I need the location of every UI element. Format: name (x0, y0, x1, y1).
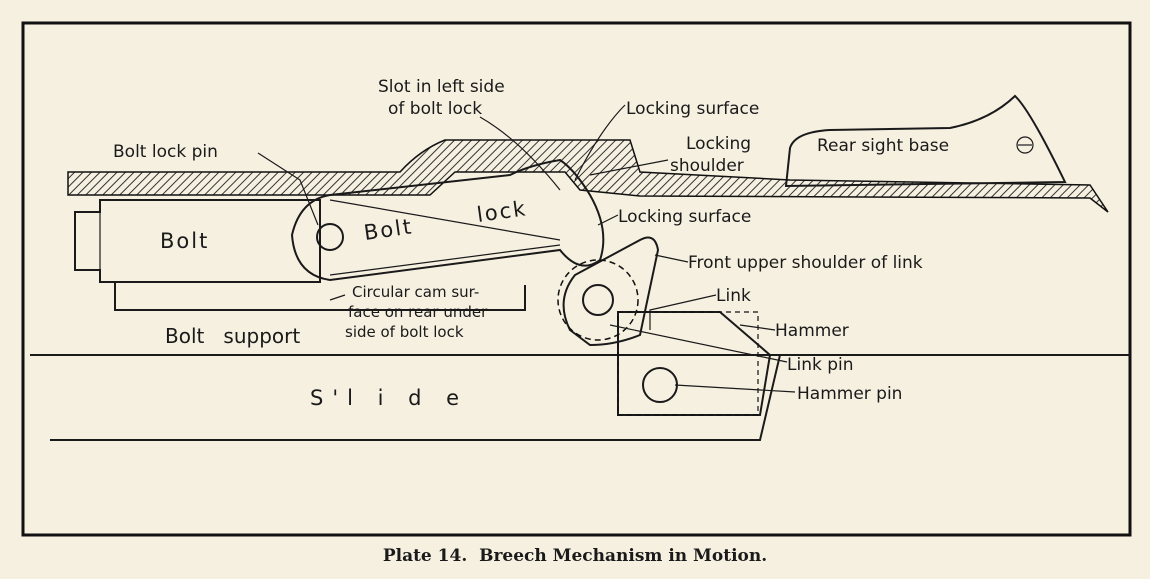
label-slot-line2: of bolt lock (388, 99, 482, 119)
label-cam-surface-3: side of bolt lock (345, 323, 464, 341)
bolt-support (114, 282, 526, 311)
label-locking-shoulder-1: Locking (686, 134, 751, 154)
label-bolt: Bolt (160, 229, 209, 253)
label-locking-surface-mid: Locking surface (618, 207, 751, 227)
link-pin (582, 284, 614, 316)
bolt (74, 199, 321, 283)
label-slot-line1: Slot in left side (378, 77, 505, 97)
screw-symbol (1016, 136, 1034, 154)
slide (50, 354, 781, 441)
label-front-upper-shoulder: Front upper shoulder of link (688, 253, 923, 273)
label-cam-surface-1: Circular cam sur- (352, 283, 479, 301)
receiver-hatched-section (67, 139, 1109, 213)
label-hammer: Hammer (775, 321, 849, 341)
hammer-pin (642, 367, 678, 403)
link (562, 236, 660, 347)
label-locking-shoulder-2: shoulder (670, 156, 744, 176)
rear-sight-base (784, 94, 1067, 188)
label-bolt-lock-2: lock (475, 196, 528, 227)
label-hammer-pin: Hammer pin (797, 384, 902, 404)
figure-caption: Plate 14. Breech Mechanism in Motion. (383, 546, 767, 566)
bolt-lock-pin (316, 223, 344, 251)
label-bolt-lock-pin: Bolt lock pin (113, 142, 218, 162)
label-link: Link (716, 286, 751, 306)
label-locking-surface-top: Locking surface (626, 99, 759, 119)
label-bolt-lock-1: Bolt (362, 214, 414, 245)
label-cam-surface-2: face on rear under (348, 303, 488, 321)
label-rear-sight-base: Rear sight base (817, 136, 949, 156)
label-bolt-support: Bolt support (165, 324, 300, 348)
label-link-pin: Link pin (787, 355, 854, 375)
diagram-frame (21, 21, 1132, 537)
label-slide: S'l i d e (310, 386, 468, 410)
